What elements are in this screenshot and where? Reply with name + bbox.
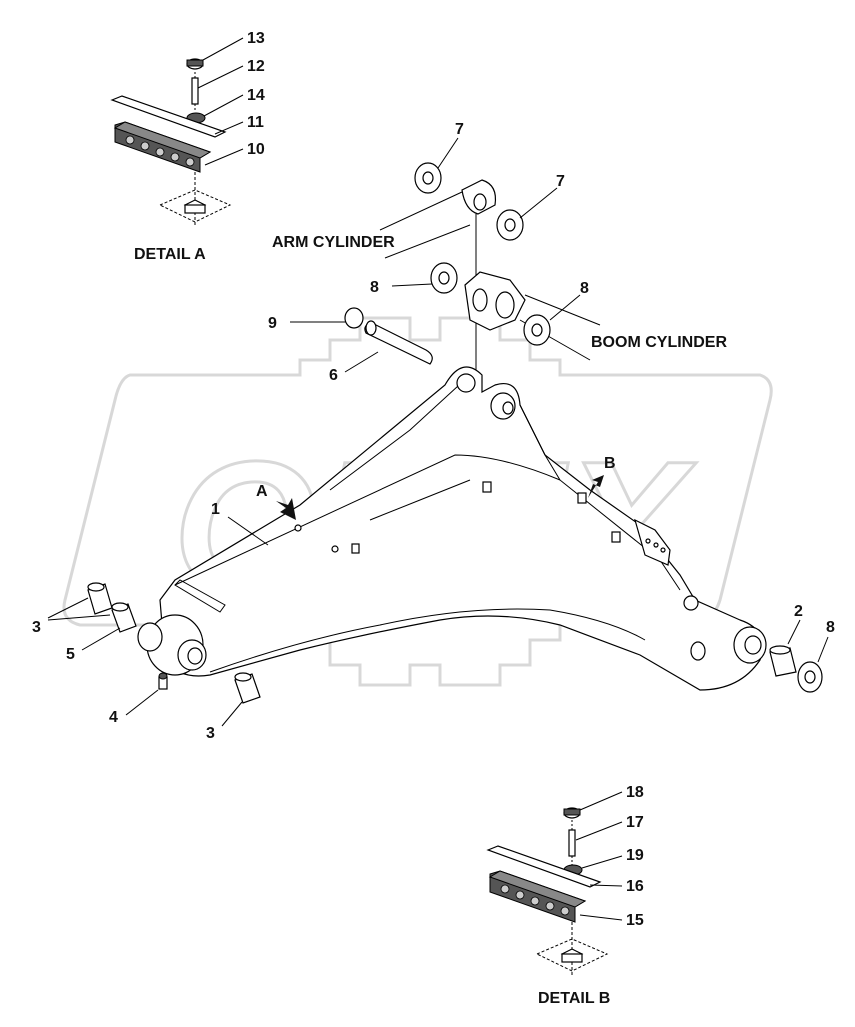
callout-9: 9 [268, 315, 277, 332]
callout-3-upper: 3 [32, 619, 41, 636]
plate-11 [110, 95, 227, 138]
main-leaders [47, 137, 829, 727]
bushing-3-upper [87, 582, 113, 615]
bolt-17 [568, 829, 576, 857]
bushing-3-lower [234, 672, 261, 704]
callout-3-lower: 3 [206, 725, 215, 742]
callout-13: 13 [247, 30, 265, 47]
callout-2: 2 [794, 603, 803, 620]
boom-cylinder-caption: BOOM CYLINDER [591, 334, 727, 351]
washer-7-left [414, 162, 442, 194]
arm-cylinder-rod-end [379, 179, 497, 370]
detail-b-caption: DETAIL B [538, 990, 610, 1007]
callout-1: 1 [211, 501, 220, 518]
pin-6 [364, 320, 433, 365]
callout-6: 6 [329, 367, 338, 384]
callout-7-left: 7 [455, 121, 464, 138]
detail-a-assembly [110, 58, 232, 225]
boom-outline [159, 366, 764, 691]
detail-b-assembly [486, 807, 609, 975]
callout-18: 18 [626, 784, 644, 801]
grease-fitting-4 [158, 672, 168, 690]
detail-a-caption: DETAIL A [134, 246, 206, 263]
arrow-a-label: A [256, 483, 268, 500]
boom-body [137, 366, 767, 691]
detail-a-leaders [197, 37, 244, 166]
callout-11: 11 [247, 114, 264, 131]
callout-19: 19 [626, 847, 644, 864]
detail-b-leaders [575, 791, 623, 921]
callout-4: 4 [109, 709, 118, 726]
callout-15: 15 [626, 912, 644, 929]
arrow-b [588, 475, 604, 498]
callout-8-bottom: 8 [826, 619, 835, 636]
callout-10: 10 [247, 141, 265, 158]
callout-5: 5 [66, 646, 75, 663]
callout-8-left: 8 [370, 279, 379, 296]
washer-8-right [523, 314, 551, 346]
callout-7-right: 7 [556, 173, 565, 190]
washer-8-left [430, 262, 458, 294]
snap-ring-9 [344, 307, 364, 329]
arrow-a [276, 498, 296, 520]
bushing-2 [769, 645, 797, 677]
washer-8-bottom [797, 661, 823, 693]
bolt-12 [191, 77, 199, 105]
callout-12: 12 [247, 58, 265, 75]
boom-cylinder-rod-end [464, 271, 601, 361]
arm-cylinder-caption: ARM CYLINDER [272, 234, 395, 251]
bushing-5 [111, 602, 137, 633]
arrow-b-label: B [604, 455, 616, 472]
washer-7-right [496, 209, 524, 241]
plate-16 [486, 845, 602, 888]
nut-13-side [186, 59, 204, 67]
callout-17: 17 [626, 814, 644, 831]
callout-16: 16 [626, 878, 644, 895]
callout-8-right: 8 [580, 280, 589, 297]
callout-14: 14 [247, 87, 265, 104]
